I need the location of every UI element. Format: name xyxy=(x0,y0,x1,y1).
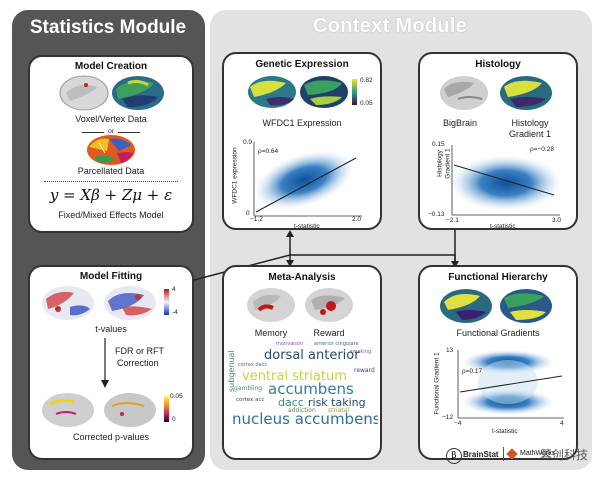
gene-ylabel: WFDC1 expression xyxy=(231,147,239,204)
brainstat-logo-icon: β xyxy=(446,448,462,464)
histology-rho: ρ=−0.28 xyxy=(530,146,554,153)
pvalue-brain-images xyxy=(42,393,169,427)
word-accumbens: accumbens xyxy=(268,380,354,398)
memory-label: Memory xyxy=(254,328,288,338)
functional-rho: ρ=0.17 xyxy=(462,368,483,375)
functional-gradients-label: Functional Gradients xyxy=(456,328,540,338)
histology-xtick-max: 3.0 xyxy=(552,217,562,224)
tvalue-brain-images xyxy=(42,286,169,320)
dotted-divider xyxy=(44,181,178,182)
footer-divider xyxy=(503,447,504,461)
model-creation-title: Model Creation xyxy=(74,61,148,72)
histology-xlabel: t-statistic xyxy=(490,223,516,230)
functional-xtick-max: 4 xyxy=(560,420,564,427)
gene-colorbar-min: 0.05 xyxy=(360,100,373,107)
corrected-pvalues-label: Corrected p-values xyxy=(72,432,150,442)
word-cortex-dacc: cortex dacc xyxy=(238,362,268,368)
functional-ylabel: Functional Gradient 1 xyxy=(433,352,441,415)
histology-gradient-line1: Histology xyxy=(511,118,549,128)
genetic-expression-title: Genetic Expression xyxy=(255,59,349,70)
word-smoking: smoking xyxy=(350,349,372,355)
voxel-data-label: Voxel/Vertex Data xyxy=(75,114,147,124)
gene-xlabel: t-statistic xyxy=(294,223,320,230)
histology-gradient-line2: Gradient 1 xyxy=(508,129,552,139)
parcellated-brain-image xyxy=(87,135,135,165)
word-cortex-acc: cortex acc xyxy=(236,397,265,403)
gene-brain-images xyxy=(248,76,357,108)
histology-ylabel-line1: Histology xyxy=(436,150,444,177)
word-cloud: motivation anterior cingulate smoking do… xyxy=(228,342,378,442)
gene-rho: ρ=0.64 xyxy=(258,148,279,155)
gene-xtick-max: 2.0 xyxy=(352,216,362,223)
pvalue-colorbar-max: 0.05 xyxy=(170,393,183,400)
tvalue-colorbar-max: 4 xyxy=(172,286,176,293)
gene-ytick-min: 0 xyxy=(246,210,250,217)
functional-xtick-min: −4 xyxy=(454,420,462,427)
histology-density-plot xyxy=(450,145,562,216)
gene-xtick-min: −1.2 xyxy=(250,216,263,223)
word-dorsal-anterior: dorsal anterior xyxy=(264,348,360,363)
correction-line1: FDR or RFT xyxy=(115,346,164,356)
reward-label: Reward xyxy=(313,328,345,338)
histology-ytick-max: 0.15 xyxy=(432,141,445,148)
meta-analysis-title: Meta-Analysis xyxy=(268,272,336,283)
pvalue-colorbar-min: 0 xyxy=(172,416,176,423)
word-striatal: striatal xyxy=(328,407,349,414)
watermark-text: 蓉创科技 xyxy=(540,448,589,462)
model-equation: y = Xβ + Zμ + ε xyxy=(49,186,173,204)
parcellated-data-label: Parcellated Data xyxy=(77,166,145,176)
histology-xtick-min: −2.1 xyxy=(446,217,459,224)
histology-ytick-min: −0.13 xyxy=(428,211,445,218)
correction-line2: Correction xyxy=(117,358,159,368)
gradient-brain-images xyxy=(440,289,552,323)
word-anterior-cingulate: anterior cingulate xyxy=(314,342,359,347)
gene-ytick-max: 0.9 xyxy=(243,139,253,146)
context-module-title: Context Module xyxy=(313,15,468,37)
functional-ytick-min: −12 xyxy=(442,414,454,421)
word-nucleus-accumbens: nucleus accumbens xyxy=(232,410,378,428)
or-divider: or xyxy=(82,128,140,136)
voxel-brain-images xyxy=(59,75,164,111)
model-fitting-title: Model Fitting xyxy=(79,271,143,282)
or-label: or xyxy=(108,128,114,135)
word-motivation: motivation xyxy=(276,342,303,347)
histology-title: Histology xyxy=(475,59,521,70)
model-type-label: Fixed/Mixed Effects Model xyxy=(58,210,164,220)
tvalue-colorbar-min: -4 xyxy=(172,309,178,316)
word-subgenual: subgenual xyxy=(228,350,236,392)
bigbrain-label: BigBrain xyxy=(442,118,478,128)
histology-brain-images xyxy=(440,76,552,110)
word-dacc: dacc xyxy=(278,396,304,409)
word-addiction: addiction xyxy=(288,407,316,414)
correction-arrow xyxy=(101,338,109,388)
gene-colorbar-max: 0.82 xyxy=(360,77,373,84)
wfdc1-expression-label: WFDC1 Expression xyxy=(262,118,342,128)
word-ventral-striatum: ventral striatum xyxy=(242,369,347,384)
meta-analysis-card xyxy=(222,265,382,460)
functional-xlabel: t-statistic xyxy=(492,428,518,435)
histology-ylabel-line2: Gradient 1 xyxy=(444,148,452,179)
meta-brain-images xyxy=(247,288,353,322)
functional-hierarchy-title: Functional Hierarchy xyxy=(448,272,548,283)
word-reward: reward xyxy=(354,367,375,374)
mathworks-logo-text: MathWorks xyxy=(520,450,556,457)
tvalues-label: t-values xyxy=(95,324,127,334)
gene-density-plot xyxy=(253,142,362,217)
brainstat-logo-text: BrainStat xyxy=(463,450,499,459)
functional-density-plot xyxy=(457,350,564,419)
word-gambling: gambling xyxy=(234,385,263,392)
word-risk-taking: risk taking xyxy=(308,396,366,409)
functional-ytick-max: 13 xyxy=(446,347,454,354)
statistics-module-title: Statistics Module xyxy=(29,17,187,38)
